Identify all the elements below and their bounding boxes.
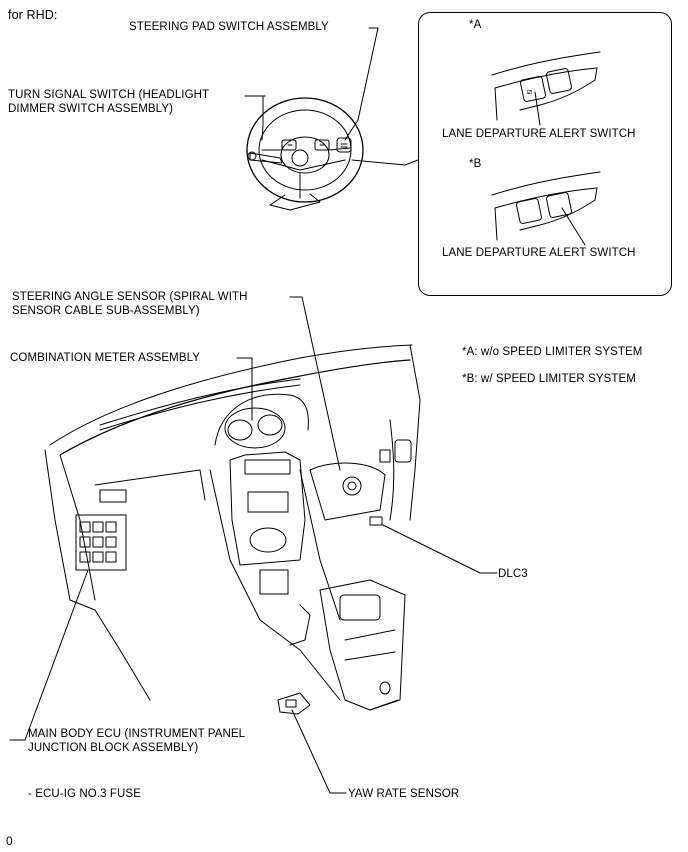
label-main-body-ecu: MAIN BODY ECU (INSTRUMENT PANEL JUNCTION… xyxy=(28,728,246,754)
page-title: for RHD: xyxy=(8,8,58,22)
label-dlc3: DLC3 xyxy=(498,568,528,580)
junction-block-drawing xyxy=(75,514,127,571)
leader-lines xyxy=(9,296,498,794)
detail-b-tag: *B xyxy=(469,158,482,170)
switch-detail-box xyxy=(418,12,672,296)
label-steering-angle-sensor: STEERING ANGLE SENSOR (SPIRAL WITH SENSO… xyxy=(12,291,248,317)
detail-a-label: LANE DEPARTURE ALERT SWITCH xyxy=(442,128,636,140)
detail-a-tag: *A xyxy=(469,19,482,31)
note-b: *B: w/ SPEED LIMITER SYSTEM xyxy=(462,373,636,385)
footer-code: 0 xyxy=(6,834,13,848)
detail-b-label: LANE DEPARTURE ALERT SWITCH xyxy=(442,247,636,259)
label-combination-meter: COMBINATION METER ASSEMBLY xyxy=(10,352,201,364)
label-turn-signal-switch: TURN SIGNAL SWITCH (HEADLIGHT DIMMER SWI… xyxy=(8,89,210,115)
dashboard-drawing xyxy=(44,344,421,715)
switch-detail-drawings: ⧄ xyxy=(491,51,601,246)
label-steering-pad-switch: STEERING PAD SWITCH ASSEMBLY xyxy=(129,21,329,33)
label-ecu-fuse: - ECU-IG NO.3 FUSE xyxy=(28,788,141,800)
note-a: *A: w/o SPEED LIMITER SYSTEM xyxy=(462,346,643,358)
label-yaw-rate-sensor: YAW RATE SENSOR xyxy=(348,788,460,800)
steering-wheel-drawing xyxy=(244,27,419,211)
svg-text:⧄: ⧄ xyxy=(527,87,532,96)
